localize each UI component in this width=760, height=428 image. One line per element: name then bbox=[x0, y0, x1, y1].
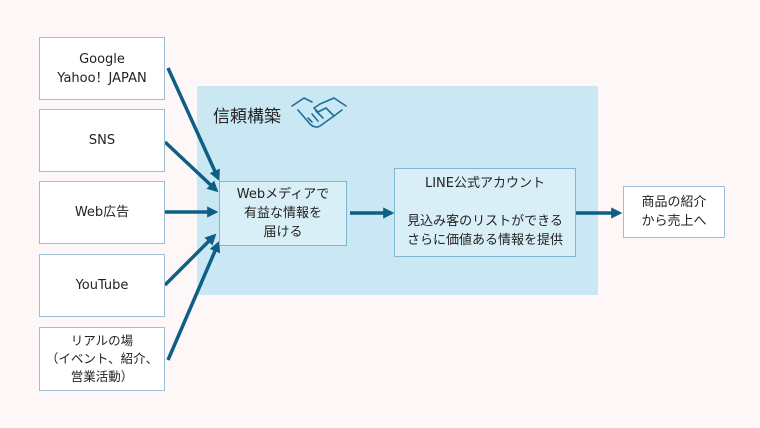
source-box-real-events: リアルの場 （イベント、紹介、 営業活動） bbox=[39, 327, 165, 391]
source-box-sns: SNS bbox=[39, 109, 165, 172]
line-account-description: 見込み客のリストができる さらに価値ある情報を提供 bbox=[407, 212, 563, 250]
result-line-1: 商品の紹介 bbox=[641, 195, 707, 210]
source-youtube-label: YouTube bbox=[75, 278, 129, 293]
web-media-box: Webメディアで 有益な情報を 届ける bbox=[219, 181, 347, 246]
line-account-title: LINE公式アカウント bbox=[424, 176, 545, 191]
source-real-line-3: 営業活動） bbox=[70, 369, 134, 384]
source-box-youtube: YouTube bbox=[39, 254, 165, 317]
line-account-line-1: 見込み客のリストができる bbox=[407, 214, 563, 229]
source-real-line-1: リアルの場 bbox=[70, 333, 134, 348]
source-sns-label: SNS bbox=[88, 133, 116, 148]
handshake-icon bbox=[291, 97, 347, 128]
source-box-web-ads: Web広告 bbox=[39, 181, 165, 244]
source-box-search: Google Yahoo！JAPAN bbox=[39, 37, 165, 100]
line-account-box: LINE公式アカウント 見込み客のリストができる さらに価値ある情報を提供 bbox=[394, 168, 576, 257]
result-line-2: から売上へ bbox=[641, 214, 707, 229]
line-account-line-2: さらに価値ある情報を提供 bbox=[406, 233, 563, 248]
trust-building-title: 信頼構築 bbox=[213, 107, 281, 127]
web-media-line-2: 有益な情報を bbox=[243, 206, 322, 221]
result-box: 商品の紹介 から売上へ bbox=[623, 186, 725, 238]
source-real-line-2: （イベント、紹介、 bbox=[45, 351, 159, 366]
source-search-line-1: Google bbox=[79, 51, 125, 67]
source-search-line-2: Yahoo！JAPAN bbox=[57, 70, 147, 86]
source-web-ads-label: Web広告 bbox=[74, 205, 130, 220]
web-media-line-1: Webメディアで bbox=[236, 187, 330, 202]
web-media-line-3: 届ける bbox=[263, 225, 303, 240]
